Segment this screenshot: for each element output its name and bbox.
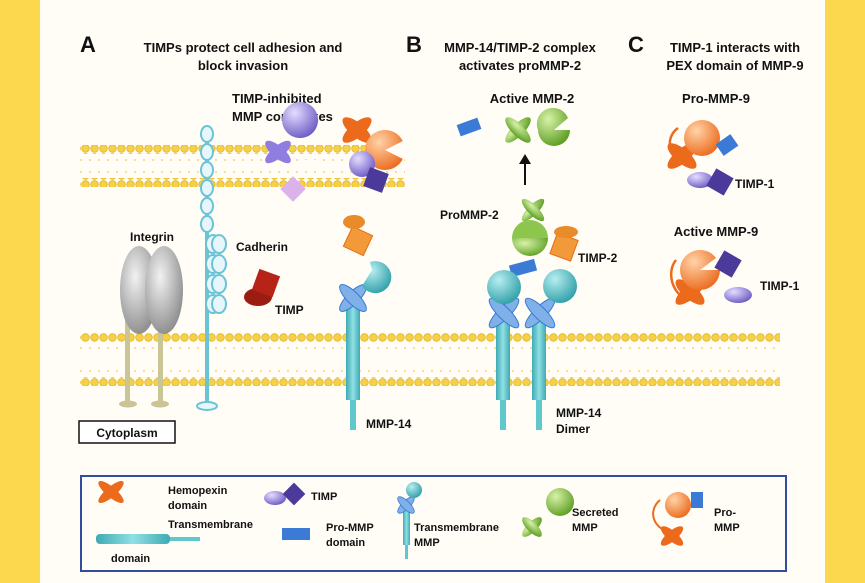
purple-mmp-timp-complex	[265, 102, 320, 202]
mmp14-transmembrane	[339, 215, 392, 430]
active-mmp2	[456, 107, 570, 146]
pro-mmp9-timp1-complex	[667, 120, 739, 196]
active-mmp9-label: Active MMP-9	[674, 224, 759, 239]
legend-timp-symbol	[264, 482, 306, 506]
free-timp	[244, 268, 281, 306]
pro-mmp9-label: Pro-MMP-9	[682, 91, 750, 106]
mmp14-dimer	[487, 269, 577, 430]
orange-mmp-timp-complex	[342, 117, 405, 193]
panel-c-subtitle: PEX domain of MMP-9	[666, 58, 803, 73]
active-mmp9-timp1-complex	[670, 250, 752, 305]
legend-transmembrane-label-line1: Transmembrane	[168, 519, 253, 531]
legend-transmembrane-symbol	[96, 534, 200, 544]
activation-arrow	[519, 154, 531, 185]
integrin-label: Integrin	[130, 230, 174, 244]
prommp2-complex	[508, 198, 579, 278]
mmp14-dimer-label-line1: MMP-14	[556, 406, 602, 420]
legend-transmembrane-label-line2: domain	[111, 553, 150, 565]
panel-c-letter: C	[628, 32, 644, 57]
legend-hemopexin-label-line1: Hemopexin	[168, 485, 228, 497]
panel-c-title: TIMP-1 interacts with	[670, 40, 800, 55]
timp-inhibited-label-line1: TIMP-inhibited	[232, 91, 322, 106]
mmp14-label: MMP-14	[366, 417, 412, 431]
legend-box	[80, 475, 787, 572]
legend-secreted-label-line2: MMP	[572, 522, 598, 534]
legend-tm-mmp-label-line2: MMP	[414, 537, 440, 549]
lower-membrane	[80, 333, 780, 386]
panel-a-subtitle: block invasion	[198, 58, 288, 73]
panel-b-letter: B	[406, 32, 422, 57]
prommp2-label: ProMMP-2	[440, 208, 499, 222]
active-mmp2-label: Active MMP-2	[490, 91, 575, 106]
legend-timp-label: TIMP	[311, 491, 337, 503]
legend-hemopexin-symbol	[98, 481, 124, 503]
integrin-receptor	[119, 246, 183, 408]
panel-a-letter: A	[80, 32, 96, 57]
legend-secreted-label-line1: Secreted	[572, 507, 618, 519]
legend-pro-mmp-symbol	[652, 492, 703, 546]
legend-prommp-label-line2: domain	[326, 537, 365, 549]
cytoplasm-label: Cytoplasm	[96, 426, 157, 440]
panel-b-subtitle: activates proMMP-2	[459, 58, 581, 73]
timp1-top-label: TIMP-1	[735, 177, 775, 191]
panel-b-title: MMP-14/TIMP-2 complex	[444, 40, 596, 55]
legend-pro-mmp-label-line1: Pro-	[714, 507, 736, 519]
legend-prommp-label-line1: Pro-MMP	[326, 522, 374, 534]
cadherin-label: Cadherin	[236, 240, 288, 254]
cadherin-chain	[196, 125, 227, 411]
legend-tm-mmp-label-line1: Transmembrane	[414, 522, 499, 534]
legend-prommp-domain-symbol	[282, 528, 310, 540]
timp2-label: TIMP-2	[578, 251, 618, 265]
legend-pro-mmp-label-line2: MMP	[714, 522, 740, 534]
legend-hemopexin-label-line2: domain	[168, 500, 207, 512]
cytoplasm-box	[78, 420, 176, 444]
timp-label: TIMP	[275, 303, 304, 317]
panel-a-title: TIMPs protect cell adhesion and	[144, 40, 343, 55]
legend-secreted-mmp-symbol	[522, 488, 574, 537]
timp1-bottom-label: TIMP-1	[760, 279, 800, 293]
mmp14-dimer-label-line2: Dimer	[556, 422, 590, 436]
legend-transmembrane-mmp-symbol	[397, 482, 422, 559]
